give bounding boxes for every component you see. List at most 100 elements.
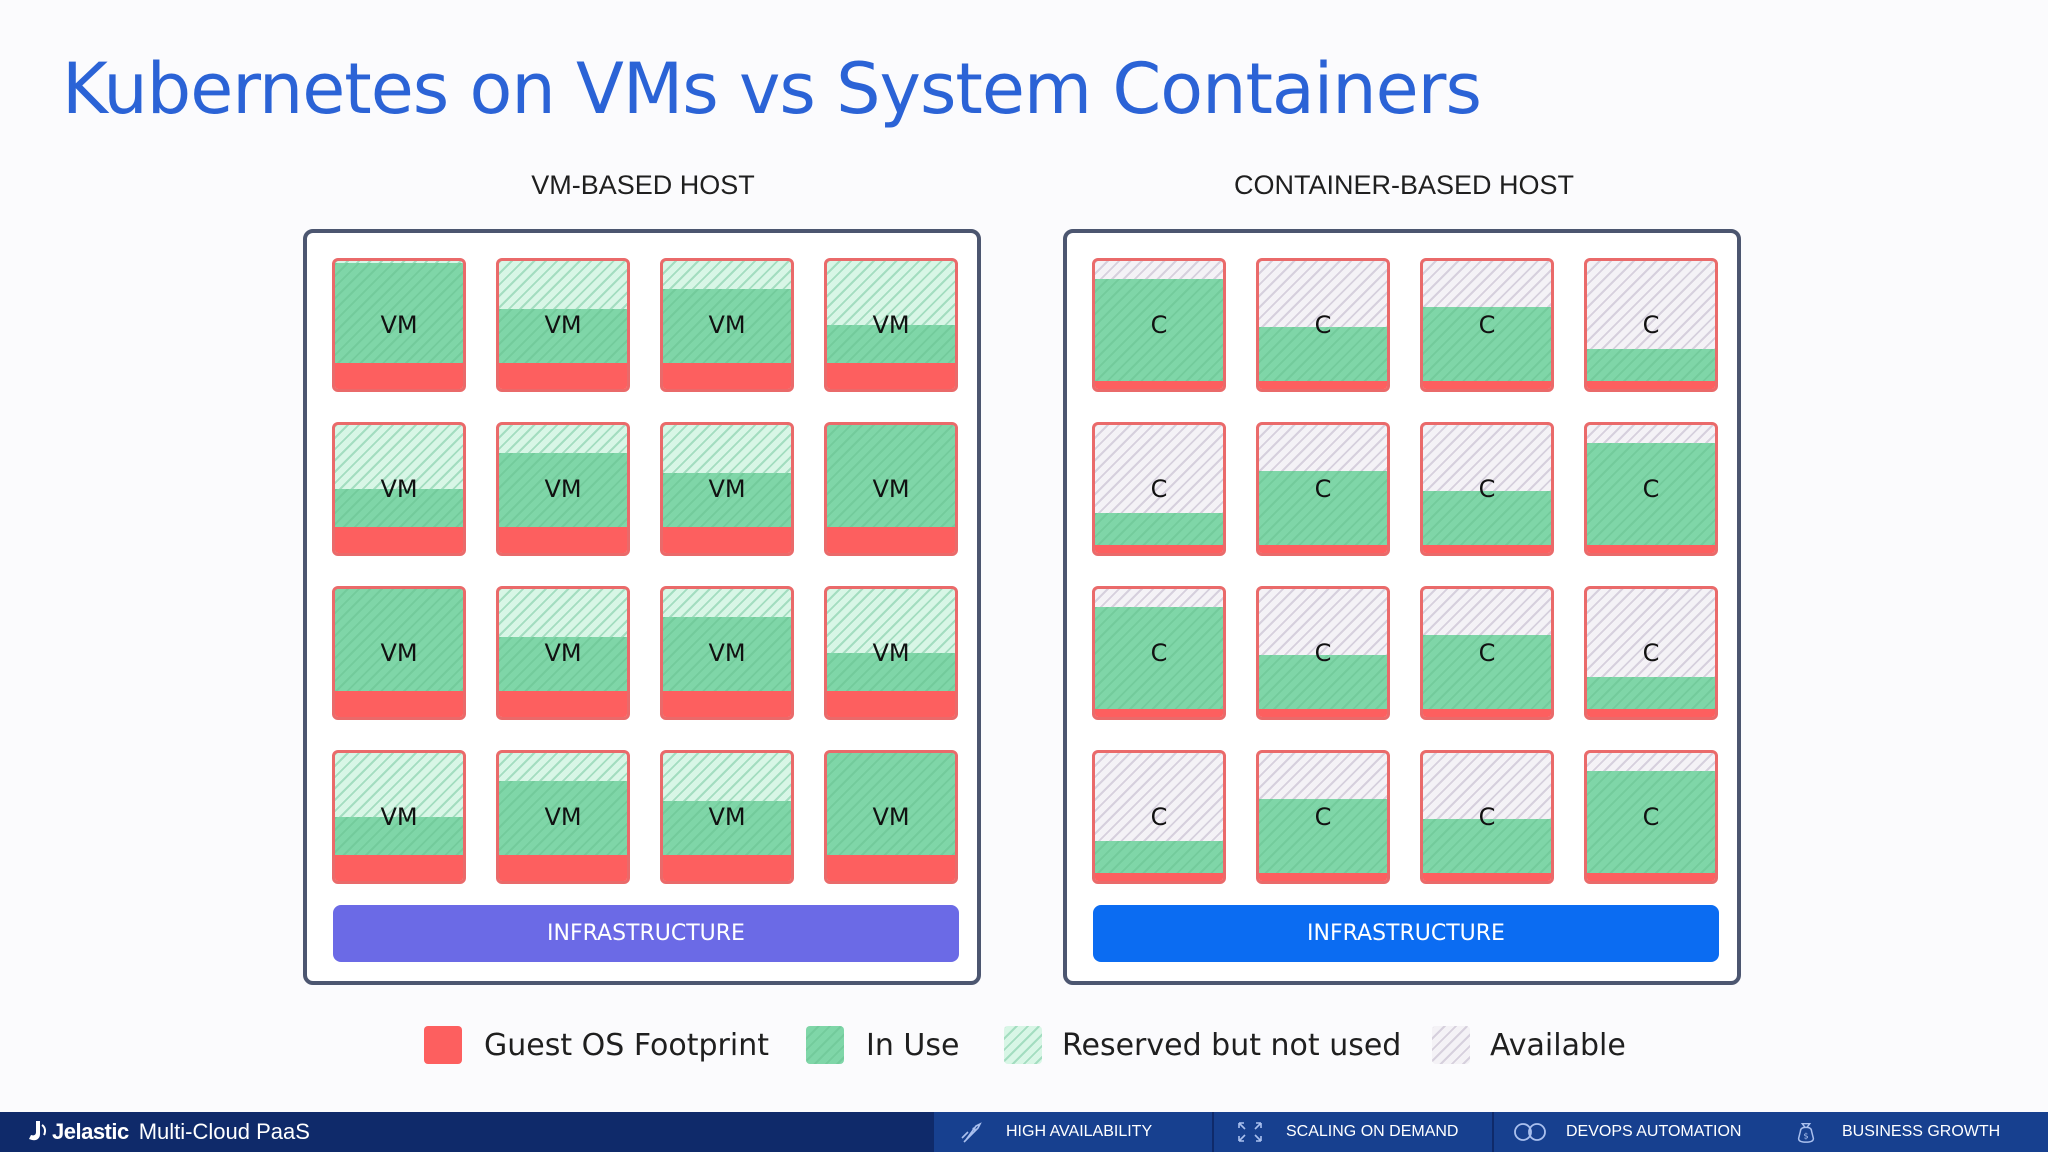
vm-cell: VM	[660, 586, 794, 720]
guest-os-fill	[1259, 381, 1387, 389]
container-infrastructure-bar: INFRASTRUCTURE	[1093, 905, 1719, 962]
guest-os-fill	[335, 527, 463, 553]
legend-swatch-guest-os	[424, 1026, 462, 1064]
guest-os-fill	[1259, 545, 1387, 553]
guest-os-fill	[827, 855, 955, 881]
guest-os-fill	[1095, 381, 1223, 389]
guest-os-fill	[1587, 381, 1715, 389]
cell-label: VM	[544, 803, 582, 831]
cell-label: C	[1478, 475, 1496, 503]
guest-os-fill	[663, 855, 791, 881]
guest-os-fill	[1587, 873, 1715, 881]
guest-os-fill	[1095, 709, 1223, 717]
footer-tab-scaling-on-demand[interactable]: SCALING ON DEMAND	[1214, 1112, 1492, 1152]
container-cell: C	[1584, 586, 1718, 720]
cell-label: VM	[544, 639, 582, 667]
guest-os-fill	[499, 527, 627, 553]
guest-os-fill	[1423, 381, 1551, 389]
in-use-fill	[335, 263, 463, 363]
container-cell: C	[1256, 586, 1390, 720]
in-use-fill	[335, 589, 463, 691]
cell-label: C	[1314, 639, 1332, 667]
legend: Guest OS Footprint In Use Reserved but n…	[424, 1024, 1626, 1066]
cell-label: C	[1314, 475, 1332, 503]
in-use-fill	[1423, 491, 1551, 545]
cell-label: C	[1150, 639, 1168, 667]
cell-label: VM	[380, 803, 418, 831]
vm-cell: VM	[332, 258, 466, 392]
vm-cell: VM	[496, 258, 630, 392]
container-cell: C	[1092, 586, 1226, 720]
vm-cell: VM	[660, 750, 794, 884]
vm-cell: VM	[496, 750, 630, 884]
in-use-fill	[827, 753, 955, 855]
money-bag-icon: $	[1797, 1122, 1815, 1143]
in-use-fill	[1259, 471, 1387, 545]
legend-swatch-in-use	[806, 1026, 844, 1064]
cell-label: C	[1478, 311, 1496, 339]
container-host-label: CONTAINER-BASED HOST	[1233, 170, 1575, 200]
cell-label: C	[1478, 803, 1496, 831]
in-use-fill	[335, 817, 463, 855]
footer-tab-label: HIGH AVAILABILITY	[1006, 1123, 1153, 1140]
guest-os-fill	[1259, 709, 1387, 717]
cell-label: VM	[380, 311, 418, 339]
scaling-icon	[1238, 1122, 1262, 1142]
cell-label: VM	[872, 639, 910, 667]
in-use-fill	[1587, 349, 1715, 381]
guest-os-fill	[663, 527, 791, 553]
in-use-fill	[663, 617, 791, 691]
in-use-fill	[499, 309, 627, 363]
vm-cell: VM	[660, 422, 794, 556]
vm-cell: VM	[660, 258, 794, 392]
cell-label: C	[1150, 475, 1168, 503]
guest-os-fill	[663, 691, 791, 717]
cell-label: C	[1642, 803, 1660, 831]
container-cell: C	[1256, 422, 1390, 556]
rocket-icon	[961, 1122, 982, 1143]
container-cell: C	[1420, 422, 1554, 556]
in-use-fill	[1587, 771, 1715, 873]
vm-host-label: VM-BASED HOST	[531, 170, 755, 200]
guest-os-fill	[827, 527, 955, 553]
legend-label: Guest OS Footprint	[484, 1028, 769, 1063]
in-use-fill	[1095, 279, 1223, 381]
cell-label: VM	[872, 311, 910, 339]
in-use-fill	[663, 289, 791, 363]
guest-os-fill	[1587, 709, 1715, 717]
brand-tagline: Multi-Cloud PaaS	[138, 1119, 310, 1144]
in-use-fill	[827, 653, 955, 691]
vm-cell: VM	[824, 586, 958, 720]
in-use-fill	[1423, 819, 1551, 873]
footer-tab-high-availability[interactable]: HIGH AVAILABILITY	[934, 1112, 1212, 1152]
vm-cell: VM	[332, 750, 466, 884]
in-use-fill	[1095, 513, 1223, 545]
cell-label: C	[1642, 639, 1660, 667]
footer-tab-business-growth[interactable]: $ BUSINESS GROWTH	[1770, 1112, 2048, 1152]
in-use-fill	[663, 801, 791, 855]
cell-label: VM	[544, 475, 582, 503]
in-use-fill	[1095, 607, 1223, 709]
vm-cell: VM	[824, 258, 958, 392]
footer-tab-devops-automation[interactable]: DEVOPS AUTOMATION	[1494, 1112, 1772, 1152]
guest-os-fill	[335, 855, 463, 881]
guest-os-fill	[1259, 873, 1387, 881]
in-use-fill	[1423, 635, 1551, 709]
in-use-fill	[1259, 799, 1387, 873]
in-use-fill	[499, 781, 627, 855]
in-use-fill	[827, 325, 955, 363]
guest-os-fill	[499, 363, 627, 389]
in-use-fill	[827, 425, 955, 527]
guest-os-fill	[335, 691, 463, 717]
cell-label: VM	[380, 639, 418, 667]
container-cell: C	[1092, 750, 1226, 884]
container-cell: C	[1420, 586, 1554, 720]
guest-os-fill	[1095, 873, 1223, 881]
vm-cell: VM	[496, 422, 630, 556]
container-cell: C	[1420, 750, 1554, 884]
guest-os-fill	[663, 363, 791, 389]
